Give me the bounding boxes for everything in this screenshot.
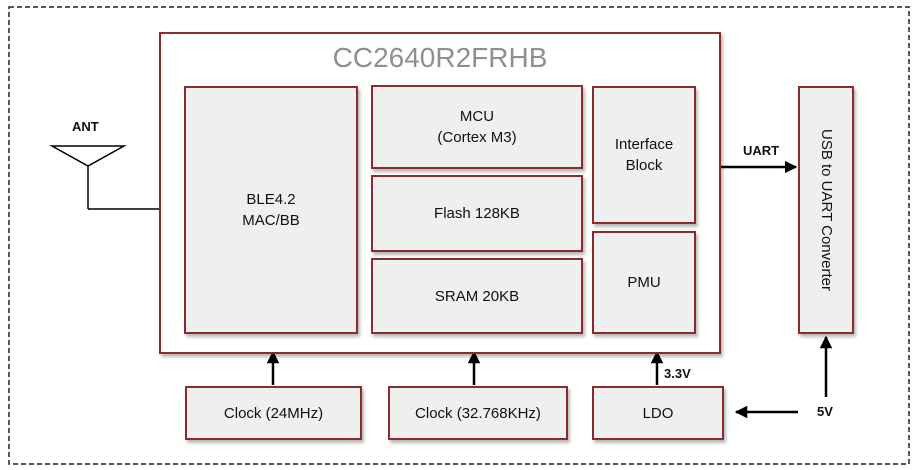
clock-24mhz-label: Clock (24MHz) — [223, 404, 324, 422]
usb-uart-converter-label: USB to UART Converter — [818, 128, 835, 291]
mcu-block-label: MCU (Cortex M3) — [437, 108, 517, 146]
outer-dashed-border — [8, 6, 910, 465]
ble-block-label: BLE4.2 MAC/BB — [242, 191, 300, 229]
antenna-icon — [49, 145, 127, 167]
ldo-block-label: LDO — [642, 404, 674, 422]
interface-block: Interface Block — [592, 86, 696, 224]
flash-block-label: Flash 128KB — [434, 205, 520, 222]
interface-block-label: Interface Block — [614, 136, 674, 174]
ble-block: BLE4.2 MAC/BB — [184, 86, 358, 334]
uart-label: UART — [743, 143, 780, 158]
pmu-block-label: PMU — [627, 274, 661, 291]
pmu-block: PMU — [592, 231, 696, 334]
antenna-label: ANT — [72, 119, 99, 134]
chip-title: CC2640R2FRHB — [332, 42, 548, 73]
sram-block: SRAM 20KB — [371, 258, 583, 334]
voltage-5v-label: 5V — [817, 404, 833, 419]
usb-uart-converter-block — [798, 86, 854, 334]
clock-32khz-label: Clock (32.768KHz) — [415, 404, 541, 422]
clock-32khz-block: Clock (32.768KHz) — [388, 386, 568, 440]
mcu-block: MCU (Cortex M3) — [371, 85, 583, 169]
flash-block: Flash 128KB — [371, 175, 583, 252]
ldo-block: LDO — [592, 386, 724, 440]
voltage-3v3-label: 3.3V — [664, 366, 691, 381]
sram-block-label: SRAM 20KB — [434, 287, 520, 305]
clock-24mhz-block: Clock (24MHz) — [185, 386, 362, 440]
